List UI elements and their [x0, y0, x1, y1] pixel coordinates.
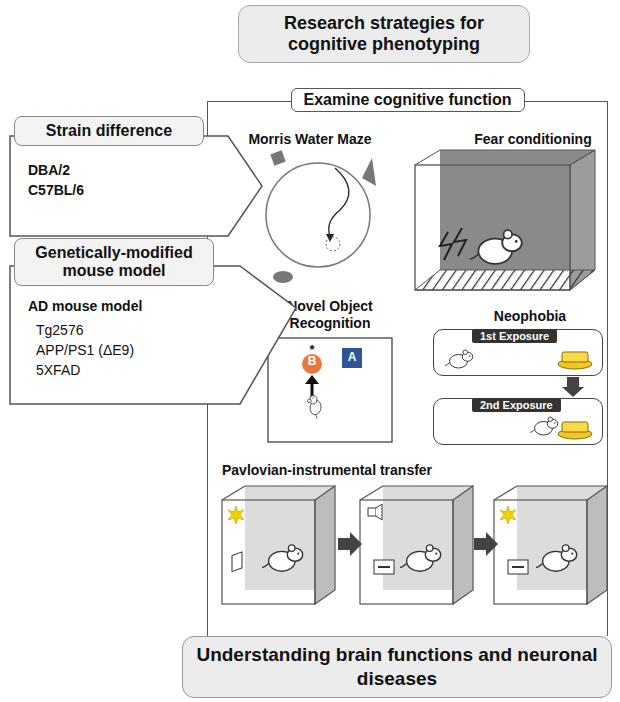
object-label: A	[348, 351, 357, 363]
block-arrow	[562, 377, 584, 397]
panel-heading: Examine cognitive function	[290, 88, 524, 112]
goal-box: Understanding brain functions and neuron…	[182, 636, 612, 698]
exposure-box: 2nd Exposure	[433, 398, 603, 445]
exposure-tag: 1st Exposure	[472, 329, 557, 343]
list-heading: AD mouse model	[28, 296, 142, 316]
list-item: C57BL/6	[28, 180, 84, 200]
object-label: B	[308, 355, 317, 367]
test-title: Morris Water Maze	[248, 131, 371, 147]
test-panel: Examine cognitive function1st Exposure2n…	[207, 101, 608, 636]
arrow-shape	[10, 136, 262, 236]
box-text: Research strategies for cognitive phenot…	[249, 13, 519, 55]
arrow-body: DBA/2C57BL/6	[28, 160, 84, 200]
list-item: APP/PS1 (ΔE9)	[36, 340, 142, 360]
arrow-shape	[10, 266, 296, 404]
model-arrow: Genetically-modified mouse model AD mouse…	[8, 238, 300, 406]
test-title: Fear conditioning	[474, 131, 591, 147]
list-item: DBA/2	[28, 160, 84, 180]
box-text: Understanding brain functions and neuron…	[191, 643, 603, 691]
title-box: Research strategies for cognitive phenot…	[238, 5, 530, 63]
list-item: 5XFAD	[36, 360, 142, 380]
arrow-body: AD mouse modelTg2576APP/PS1 (ΔE9)5XFAD	[28, 296, 142, 380]
list-item: Tg2576	[36, 320, 142, 340]
arrow-heading: Strain difference	[14, 116, 204, 146]
exposure-box: 1st Exposure	[433, 329, 603, 376]
arrow-heading: Genetically-modified mouse model	[14, 238, 214, 286]
test-title: Neophobia	[494, 308, 566, 324]
exposure-tag: 2nd Exposure	[472, 398, 561, 412]
strain-arrow: Strain differenceDBA/2C57BL/6	[8, 116, 270, 238]
test-title: Pavlovian-instrumental transfer	[222, 462, 432, 478]
